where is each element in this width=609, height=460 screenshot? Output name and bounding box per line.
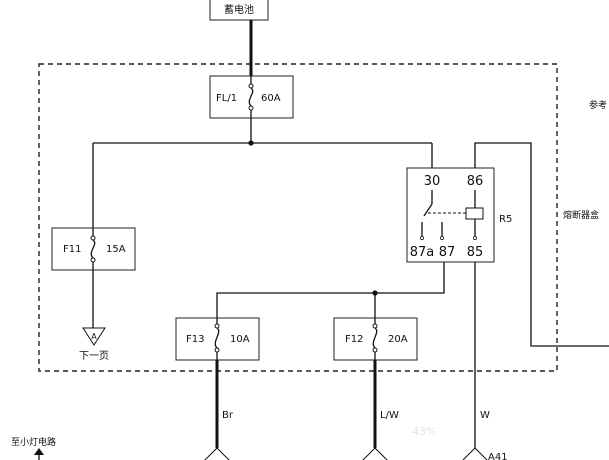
fuse-f12-rating: 20A bbox=[388, 334, 408, 345]
relay-name: R5 bbox=[499, 214, 512, 225]
wire-color-br: Br bbox=[222, 410, 234, 421]
connector-ref-a41: A41 bbox=[488, 452, 508, 460]
connector-diamond-f12 bbox=[362, 447, 388, 460]
fuse-f11-rating: 15A bbox=[106, 244, 126, 255]
fuse-box-label: 熔断器盒 bbox=[563, 209, 599, 221]
relay-contact-symbol bbox=[419, 190, 466, 240]
up-arrow-icon bbox=[34, 448, 44, 455]
battery-box bbox=[209, 0, 269, 21]
reference-label: 参考 bbox=[589, 99, 607, 111]
main-fuse-name: FL/1 bbox=[216, 93, 237, 104]
relay-pin-85: 85 bbox=[467, 245, 484, 260]
relay-86-wire bbox=[474, 142, 609, 347]
fuse-f13-symbol bbox=[214, 318, 220, 360]
fuse-f13-name: F13 bbox=[186, 334, 204, 345]
fuse-f12-symbol bbox=[372, 318, 378, 360]
wire-color-w: W bbox=[480, 410, 490, 421]
main-fuse-rating: 60A bbox=[261, 93, 281, 104]
fuse-f11-name: F11 bbox=[63, 244, 81, 255]
connector-diamond-f13 bbox=[204, 447, 230, 460]
connector-a-caption: 下一页 bbox=[79, 350, 109, 362]
fuse-f13-rating: 10A bbox=[230, 334, 250, 345]
relay-pin-86: 86 bbox=[467, 174, 484, 189]
relay-pin-30: 30 bbox=[424, 174, 441, 189]
main-fuse-symbol bbox=[248, 76, 254, 118]
connector-a-letter: A bbox=[91, 332, 97, 341]
watermark: 43% bbox=[412, 425, 436, 438]
wire-color-lw: L/W bbox=[380, 410, 399, 421]
relay-coil-symbol bbox=[465, 190, 484, 240]
connector-diamond-relay bbox=[462, 447, 488, 460]
battery-label: 蓄电池 bbox=[224, 3, 254, 16]
relay-pin-87a: 87a bbox=[410, 245, 435, 260]
fuse-f11-symbol bbox=[90, 228, 96, 270]
relay-pin-87: 87 bbox=[439, 245, 456, 260]
fuse-f12-name: F12 bbox=[345, 334, 363, 345]
fuse-box-boundary bbox=[38, 63, 558, 372]
side-note: 至小灯电路 bbox=[11, 436, 56, 448]
connector-a-symbol bbox=[82, 327, 106, 346]
relay-87-output-wire bbox=[216, 262, 445, 318]
